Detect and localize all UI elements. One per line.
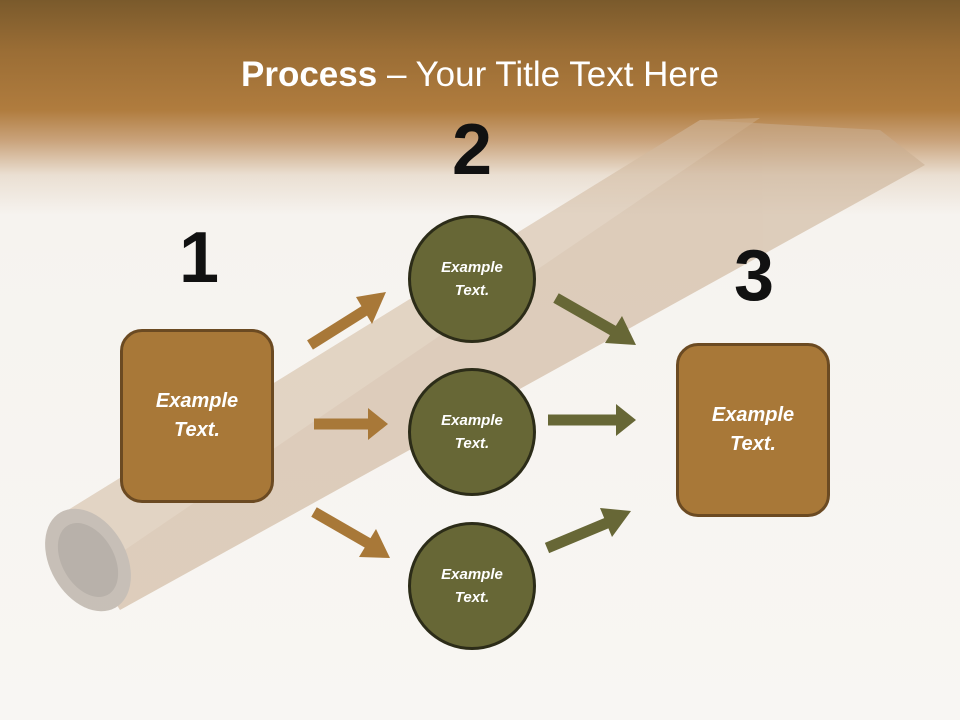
step-number-3: 3: [733, 236, 775, 316]
arrow-right-bottom: [544, 508, 631, 554]
step-number-2: 2: [451, 110, 493, 190]
step-number-1: 1: [178, 218, 220, 298]
arrow-left-top: [307, 292, 386, 350]
process-circle-bottom-text: Example Text.: [441, 566, 503, 606]
process-box-right: Example Text.: [676, 343, 830, 517]
arrow-left-middle: [314, 408, 388, 440]
arrow-right-middle: [548, 404, 636, 436]
arrow-right-top: [553, 293, 636, 345]
process-box-left: Example Text.: [120, 329, 274, 503]
process-box-left-text: Example Text.: [155, 390, 239, 441]
arrow-left-bottom: [311, 507, 390, 558]
process-box-right-text: Example Text.: [711, 404, 795, 455]
title-bold: Process: [241, 55, 378, 94]
process-circle-top: Example Text.: [408, 215, 536, 343]
title-rest: – Your Title Text Here: [377, 55, 719, 94]
process-circle-top-text: Example Text.: [441, 259, 503, 299]
process-circle-middle-text: Example Text.: [441, 412, 503, 452]
slide-title: Process – Your Title Text Here: [0, 55, 960, 95]
process-circle-middle: Example Text.: [408, 368, 536, 496]
process-circle-bottom: Example Text.: [408, 522, 536, 650]
